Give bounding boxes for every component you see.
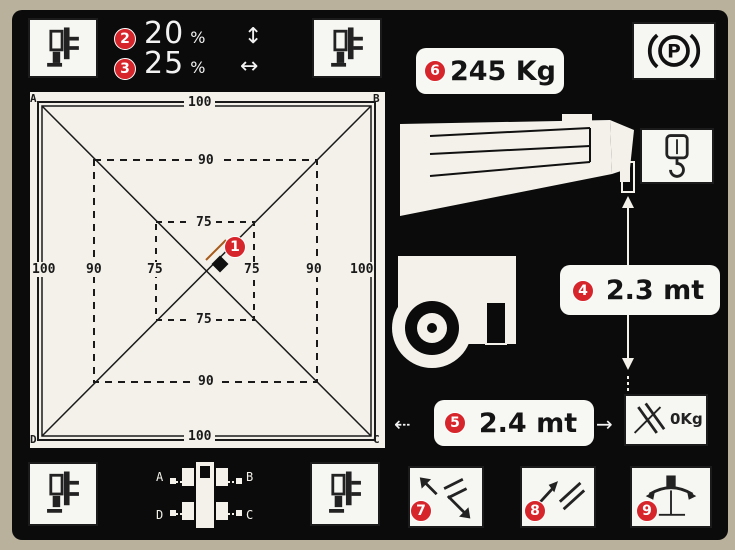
- stabilizer-front-left-button[interactable]: [28, 18, 98, 78]
- marker-2: 2: [114, 28, 136, 50]
- mid-right-label: 90: [306, 262, 322, 277]
- mid-bottom-label: 90: [194, 374, 218, 389]
- marker-4: 4: [572, 280, 594, 302]
- marker-5: 5: [444, 412, 466, 434]
- outrigger-icon: [47, 27, 79, 67]
- tare-icon: [633, 402, 666, 434]
- marker-9: 9: [636, 500, 658, 522]
- inner-right-label: 75: [244, 262, 260, 277]
- chassis-label-d: D: [156, 508, 164, 522]
- zero-load-button[interactable]: 0Kg: [624, 394, 708, 446]
- level-grid: A B C D 100 100 100 100 90 90 90 90 75 7…: [30, 92, 385, 448]
- stabilizer-rear-right-button[interactable]: [310, 462, 380, 526]
- reach-left-arrow-icon: ⇠: [394, 412, 411, 436]
- horizontal-tilt-readout: 25%: [144, 46, 206, 81]
- chassis-label-a: A: [156, 470, 164, 484]
- svg-text:P: P: [667, 42, 681, 63]
- reach-right-arrow-icon: →: [596, 412, 613, 436]
- corner-d-label: D: [30, 433, 37, 446]
- display-screen: 2 20% ↕ 3 25% ↔ 245 Kg 6 P: [12, 10, 728, 540]
- stabilizer-front-right-button[interactable]: [312, 18, 382, 78]
- vertical-tilt-readout: 20%: [144, 16, 206, 51]
- stabilizer-rear-left-button[interactable]: [28, 462, 98, 526]
- vertical-tilt-unit: %: [190, 28, 207, 47]
- parking-brake-button[interactable]: P: [632, 22, 716, 80]
- mid-left-label: 90: [86, 262, 102, 277]
- boom-tilt-icon: [419, 477, 471, 519]
- inner-left-label: 75: [147, 262, 163, 277]
- zero-load-label: 0Kg: [670, 410, 703, 428]
- corner-b-label: B: [373, 92, 380, 105]
- inner-top-label: 75: [192, 215, 216, 230]
- chassis-outrigger-diagram: [170, 462, 242, 528]
- hook-icon: [665, 134, 689, 178]
- horizontal-arrow-icon: ↔: [240, 54, 259, 79]
- marker-3: 3: [114, 58, 136, 80]
- outrigger-icon: [47, 471, 79, 513]
- horizontal-tilt-unit: %: [190, 58, 207, 77]
- corner-c-label: C: [373, 433, 380, 446]
- vertical-arrow-icon: ↕: [244, 24, 263, 49]
- chassis-label-b: B: [246, 470, 254, 484]
- marker-7: 7: [410, 500, 432, 522]
- lift-height-value: 2.3 mt: [605, 274, 705, 306]
- outrigger-icon: [331, 27, 363, 67]
- outrigger-icon: [329, 471, 361, 513]
- left-edge-label: 100: [32, 262, 56, 277]
- vertical-tilt-value: 20: [144, 16, 185, 51]
- inner-bottom-label: 75: [192, 312, 216, 327]
- marker-6: 6: [424, 60, 446, 82]
- reach-value: 2.4 mt: [478, 407, 578, 439]
- marker-1: 1: [224, 236, 246, 258]
- top-edge-label: 100: [184, 95, 216, 110]
- mid-top-label: 90: [194, 153, 218, 168]
- load-weight-value: 245 Kg: [449, 55, 556, 87]
- telehandler-illustration: [392, 114, 635, 402]
- bottom-edge-label: 100: [184, 429, 216, 444]
- marker-8: 8: [524, 500, 546, 522]
- right-edge-label: 100: [350, 262, 374, 277]
- chassis-label-c: C: [246, 508, 254, 522]
- corner-a-label: A: [30, 92, 37, 105]
- horizontal-tilt-value: 25: [144, 46, 185, 81]
- frame-leveling-icon: [645, 475, 697, 516]
- winch-hook-button[interactable]: [640, 128, 714, 184]
- parking-brake-icon: P: [647, 33, 701, 69]
